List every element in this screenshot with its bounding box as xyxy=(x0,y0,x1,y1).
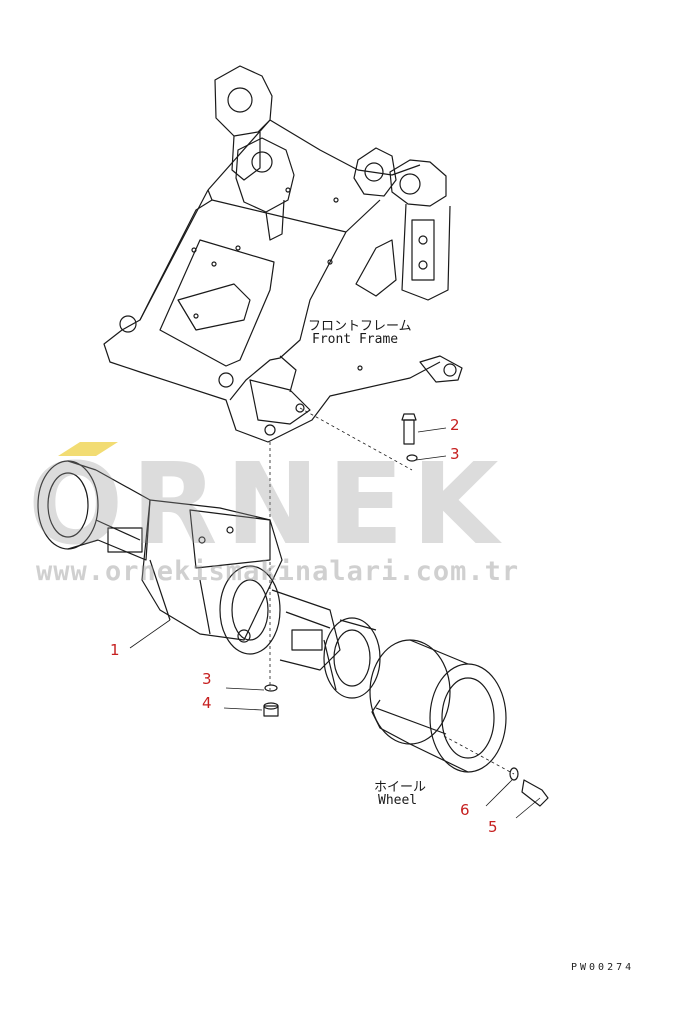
callout-part-2: 2 xyxy=(450,416,460,434)
front-axle-drawing xyxy=(37,460,381,699)
logo-accent-shape xyxy=(58,442,118,456)
callout-part-6: 6 xyxy=(460,801,470,819)
leader-lines xyxy=(129,407,541,819)
front-frame-label-jp: フロントフレーム xyxy=(308,319,412,334)
wheel-label-jp: ホイール xyxy=(374,780,427,795)
front-frame-label-en: Front Frame xyxy=(312,332,399,347)
callout-part-4: 4 xyxy=(202,694,212,712)
wheel-drawing xyxy=(369,639,507,773)
wheel-label-en: Wheel xyxy=(378,793,418,808)
watermark-url: www.ornekismakinalari.com.tr xyxy=(36,556,520,587)
callout-part-3-top: 3 xyxy=(450,445,460,463)
callout-part-1: 1 xyxy=(110,641,120,659)
front-frame-drawing xyxy=(103,65,463,443)
small-parts-drawing xyxy=(263,413,549,807)
drawing-code: PW00274 xyxy=(571,962,635,973)
callout-part-3-lower: 3 xyxy=(202,670,212,688)
callout-part-5: 5 xyxy=(488,818,498,836)
watermark-logo: ORNEK xyxy=(28,440,507,570)
